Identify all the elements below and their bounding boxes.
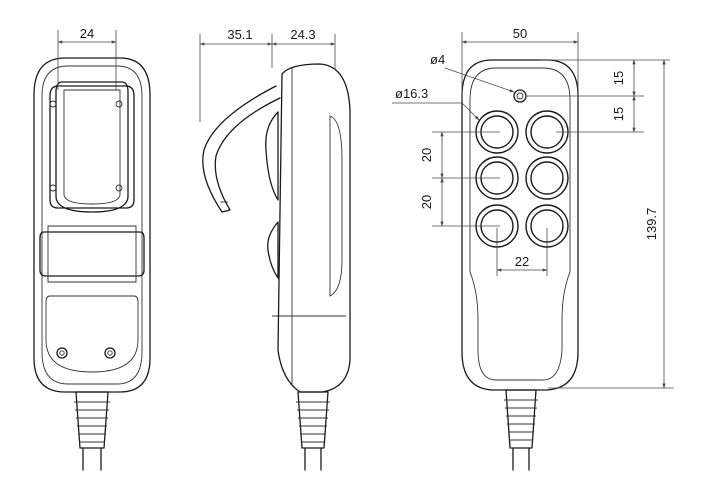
dim-button-pitch-h: 22 [515,254,529,269]
dim-top-to-led: 15 [611,71,626,85]
dim-side-depth-body: 24.3 [290,27,315,42]
dim-led-to-buttons: 15 [611,107,626,121]
dim-button-diameter: ø16.3 [395,86,428,101]
dim-overall-length: 139.7 [644,208,659,241]
button-grid [475,110,569,248]
front-view: 50 ø4 ø16.3 20 20 22 15 15 139.7 [392,26,674,471]
dim-front-width: 50 [513,26,527,41]
dim-button-pitch-v2: 20 [419,195,434,209]
side-view: 35.1 24.3 [199,27,351,471]
dim-button-pitch-v1: 20 [419,148,434,162]
dim-led-diameter: ø4 [430,52,445,67]
dim-back-width: 24 [80,26,94,41]
dim-side-depth-cable: 35.1 [227,27,252,42]
back-view: 24 [33,26,151,471]
